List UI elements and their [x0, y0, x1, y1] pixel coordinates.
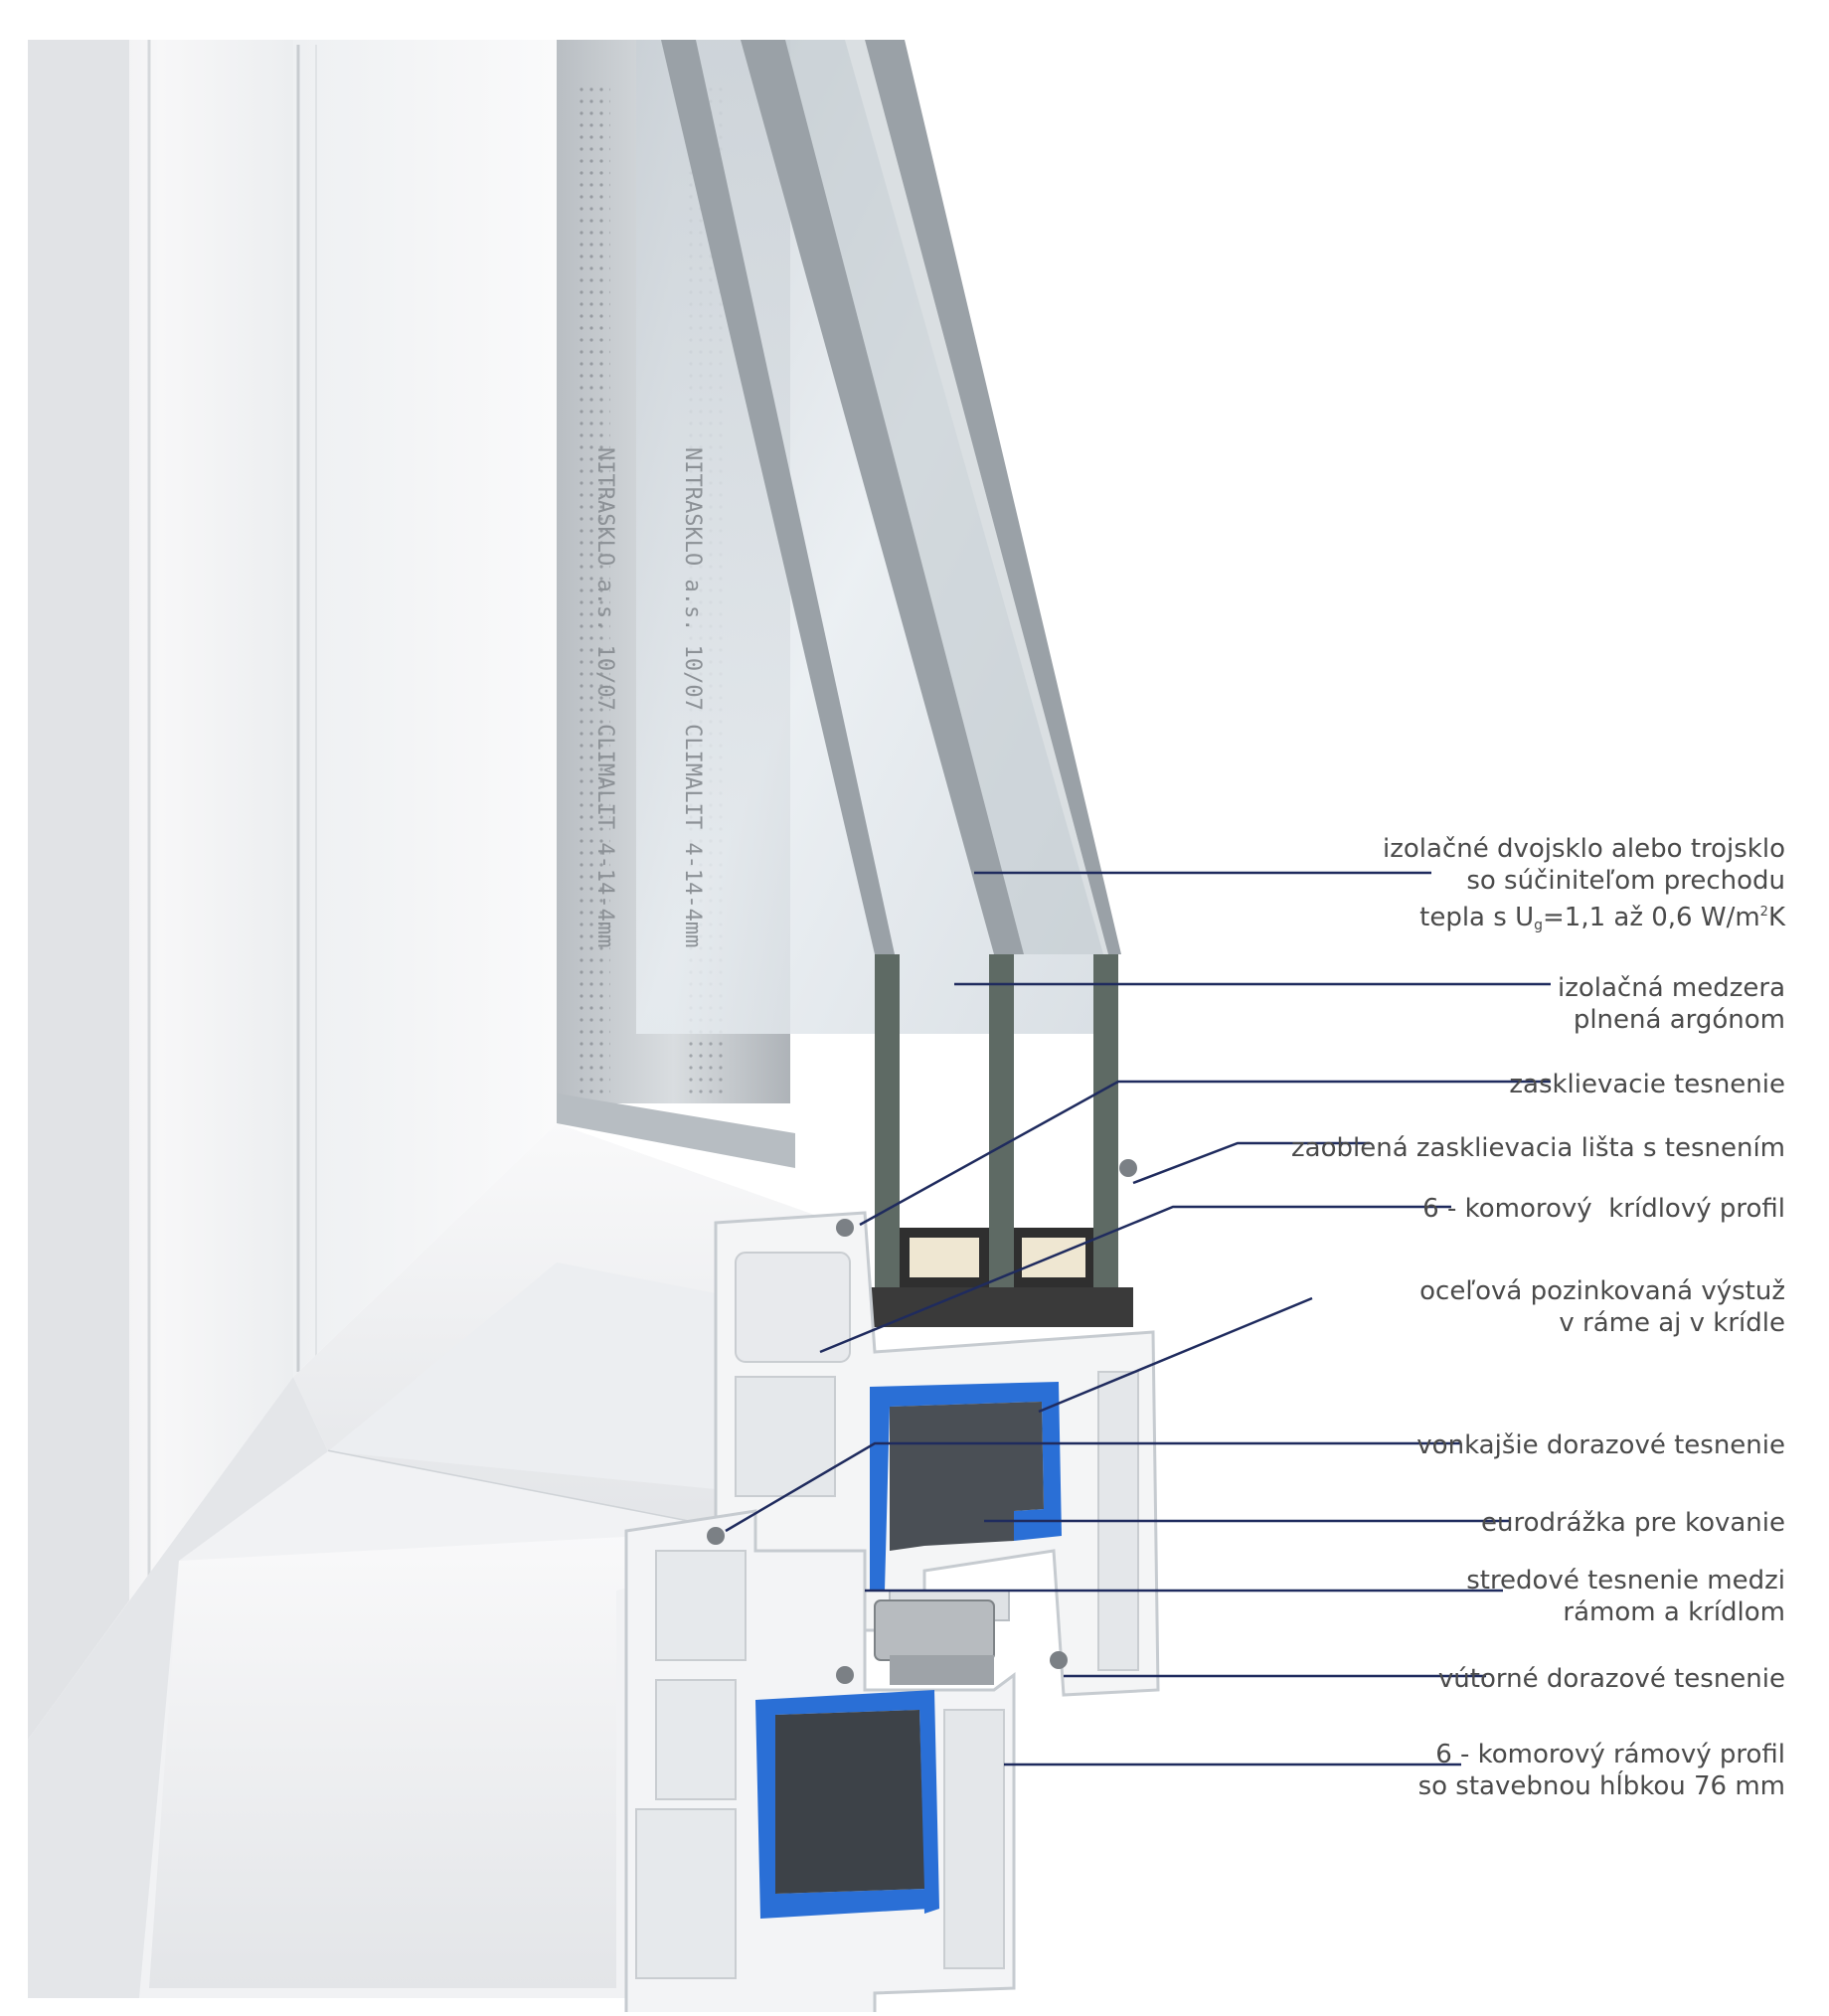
label-inner-seal-line-1: vútorné dorazové tesnenie [1438, 1663, 1785, 1695]
insulating-glass-unit: NITRASKLO a.s. 10/07 CLIMALIT 4-14-4mm N… [557, 40, 1121, 1168]
label-steel-line-1: oceľová pozinkovaná výstuž [1419, 1275, 1785, 1307]
formula-middle: =1,1 až 0,6 W/m [1543, 903, 1760, 932]
label-eurogroove: eurodrážka pre kovanie [1481, 1507, 1785, 1539]
label-inner-seal: vútorné dorazové tesnenie [1438, 1663, 1785, 1695]
label-frame-profile-line-1: 6 - komorový rámový profil [1418, 1739, 1785, 1770]
label-eurogroove-line-1: eurodrážka pre kovanie [1481, 1507, 1785, 1539]
label-glazing-seal-line-1: zasklievacie tesnenie [1509, 1069, 1785, 1100]
label-steel: oceľová pozinkovaná výstuž v ráme aj v k… [1419, 1275, 1785, 1339]
label-center-seal-line-2: rámom a krídlom [1466, 1596, 1785, 1628]
label-gap: izolačná medzera plnená argónom [1558, 972, 1785, 1036]
label-center-seal-line-1: stredové tesnenie medzi [1466, 1565, 1785, 1596]
label-bead-line-1: zaoblená zasklievacia lišta s tesnením [1291, 1132, 1785, 1164]
label-steel-line-2: v ráme aj v krídle [1419, 1307, 1785, 1339]
label-bead: zaoblená zasklievacia lišta s tesnením [1291, 1132, 1785, 1164]
label-glazing-seal: zasklievacie tesnenie [1509, 1069, 1785, 1100]
label-sash-profile-line-1: 6 - komorový krídlový profil [1422, 1193, 1785, 1225]
label-gap-line-1: izolačná medzera [1558, 972, 1785, 1004]
glass-print-text-2: NITRASKLO a.s. 10/07 CLIMALIT 4-14-4mm [680, 447, 705, 947]
label-center-seal: stredové tesnenie medzi rámom a krídlom [1466, 1565, 1785, 1628]
label-gap-line-2: plnená argónom [1558, 1004, 1785, 1036]
formula-superscript: 2 [1760, 905, 1768, 920]
formula-suffix: K [1768, 903, 1785, 932]
label-glazing-formula: tepla s Ug=1,1 až 0,6 W/m2K [1383, 897, 1785, 941]
glass-print-text-1: NITRASKLO a.s. 10/07 CLIMALIT 4-14-4mm [592, 447, 617, 947]
label-frame-profile: 6 - komorový rámový profil so stavebnou … [1418, 1739, 1785, 1802]
label-glazing-line-1: izolačné dvojsklo alebo trojsklo [1383, 833, 1785, 865]
label-outer-seal-line-1: vonkajšie dorazové tesnenie [1416, 1429, 1785, 1461]
label-outer-seal: vonkajšie dorazové tesnenie [1416, 1429, 1785, 1461]
formula-prefix: tepla s U [1419, 903, 1534, 932]
label-glazing-line-2: so súčiniteľom prechodu [1383, 865, 1785, 897]
label-glazing: izolačné dvojsklo alebo trojsklo so súči… [1383, 833, 1785, 941]
label-sash-profile: 6 - komorový krídlový profil [1422, 1193, 1785, 1225]
label-frame-profile-line-2: so stavebnou hĺbkou 76 mm [1418, 1770, 1785, 1802]
formula-subscript: g [1534, 918, 1543, 933]
